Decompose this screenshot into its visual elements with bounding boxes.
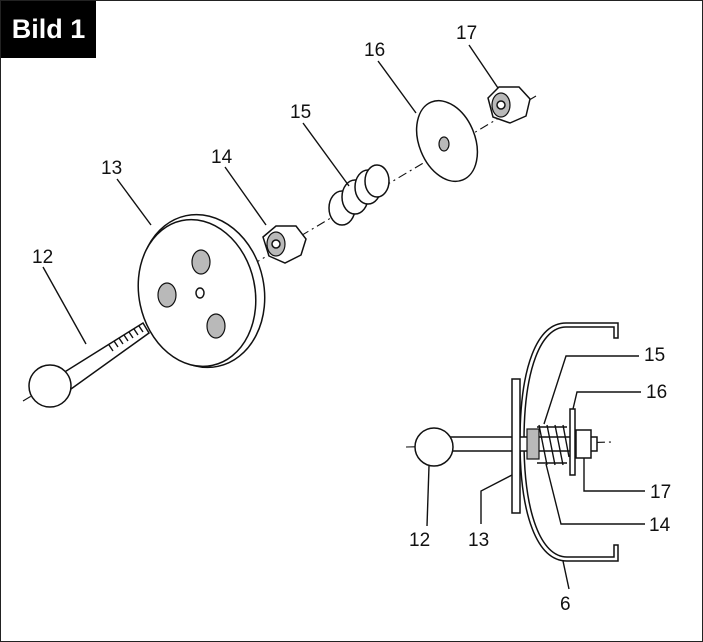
leader-15 (302, 122, 350, 187)
label-15: 15 (290, 102, 311, 123)
disc-hole-bottom (206, 313, 226, 339)
disc-hole-top (191, 249, 211, 275)
nut-14-bore (271, 239, 281, 249)
part-15-spring (328, 164, 390, 226)
part-17-nut (487, 86, 531, 124)
label-a6: 6 (560, 594, 571, 615)
assembled-washer-16 (569, 408, 576, 476)
knob-ball (28, 364, 72, 408)
leader-a13 (480, 474, 513, 524)
leader-14 (224, 166, 267, 226)
label-a17: 17 (650, 482, 671, 503)
label-a15: 15 (644, 345, 665, 366)
label-a12: 12 (409, 530, 430, 551)
label-17: 17 (456, 23, 477, 44)
leader-a14 (545, 463, 645, 525)
assembled-spring-15 (538, 424, 570, 466)
thread-marks (108, 325, 144, 352)
leader-a17 (583, 458, 645, 492)
part-6-housing (519, 322, 619, 562)
assembled-spring-bounds (537, 426, 567, 464)
label-14: 14 (211, 147, 233, 168)
part-14-nut (262, 225, 307, 264)
leader-a16 (572, 391, 641, 410)
figure-title: Bild 1 (1, 1, 96, 58)
leader-a6 (562, 560, 570, 590)
washer-hole (438, 136, 450, 152)
disc-hole-left (157, 282, 177, 308)
leader-a15 (543, 355, 639, 425)
assembled-plate-13 (511, 378, 521, 514)
label-13: 13 (101, 158, 122, 179)
label-12: 12 (32, 247, 53, 268)
assembled-nut-14 (526, 428, 540, 460)
leader-a12 (426, 465, 430, 527)
label-a13: 13 (468, 530, 489, 551)
assembled-view: 15 16 17 14 12 13 6 (405, 322, 671, 615)
leader-17 (468, 44, 499, 89)
leader-13 (116, 178, 152, 226)
nut-17-bore (496, 100, 506, 110)
leader-12 (42, 266, 87, 345)
label-16: 16 (364, 40, 385, 61)
leader-16 (377, 60, 417, 114)
part-12-knob (28, 321, 150, 408)
part-16-washer (415, 99, 479, 183)
assembled-nut-17 (575, 429, 592, 459)
label-a14: 14 (649, 515, 671, 536)
part-13-disc (137, 213, 266, 369)
label-a16: 16 (646, 382, 667, 403)
disc-center-hole (195, 287, 205, 299)
exploded-view: 12 13 14 15 16 17 (22, 23, 537, 408)
assembled-knob (414, 427, 454, 467)
spring-coil-4 (364, 164, 390, 198)
